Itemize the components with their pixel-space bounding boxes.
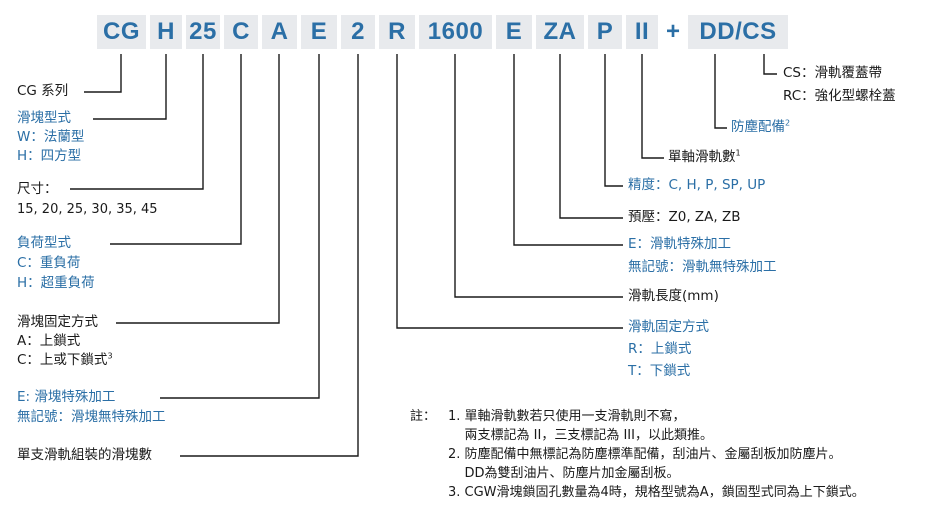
model-code-row: CG H 25 C A E 2 R 1600 E ZA P II + DD/CS — [0, 0, 930, 62]
footnote-2: 2 — [785, 118, 791, 128]
label-rail-length: 滑軌長度(mm) — [628, 288, 719, 304]
notes-body: 1. 單軸滑軌數若只使用一支滑軌則不寫， 兩支標記為 II，三支標記為 III，… — [448, 407, 865, 502]
label-series: CG 系列 — [17, 83, 69, 99]
label-load-type-title: 負荷型式 — [17, 235, 71, 251]
code-block-mount: A — [262, 15, 297, 49]
code-rail-special: E — [496, 15, 532, 49]
label-dust: 防塵配備2 — [731, 118, 790, 137]
label-block-mount-a: A：上鎖式 — [17, 333, 81, 349]
leader-block-count — [180, 54, 359, 457]
leader-rail-length — [454, 54, 623, 298]
note-line: 2. 防塵配備中無標記為防塵標準配備，刮油片、金屬刮板加防塵片。 — [448, 447, 842, 462]
label-rail-count-text: 單軸滑軌數 — [668, 149, 736, 165]
code-block-special: E — [301, 15, 337, 49]
note-line: 兩支標記為 II，三支標記為 III，以此類推。 — [448, 428, 713, 443]
leader-dust — [714, 54, 727, 129]
leader-rail-special — [513, 54, 623, 246]
label-rail-count: 單軸滑軌數1 — [668, 148, 741, 167]
code-rail-mount: R — [379, 15, 415, 49]
label-block-mount-title: 滑塊固定方式 — [17, 314, 98, 330]
code-size: 25 — [186, 15, 220, 49]
leader-preload — [559, 54, 623, 219]
label-block-mount-c-text: C：上或下鎖式 — [17, 352, 108, 368]
code-rail-length: 1600 — [419, 15, 492, 49]
label-size-values: 15, 20, 25, 30, 35, 45 — [17, 202, 158, 217]
label-dust-text: 防塵配備 — [731, 119, 785, 135]
code-series: CG — [97, 15, 146, 49]
label-rail-mount-r: R：上鎖式 — [628, 341, 692, 357]
code-load-type: C — [224, 15, 258, 49]
leader-block-mount — [116, 54, 280, 324]
leader-rail-mount — [396, 54, 623, 329]
label-rail-special-e: E：滑軌特殊加工 — [628, 236, 732, 252]
code-precision: P — [588, 15, 622, 49]
leader-series — [84, 54, 122, 93]
label-precision: 精度：C, H, P, SP, UP — [628, 177, 766, 193]
code-block-count: 2 — [341, 15, 375, 49]
leader-rail-count — [641, 54, 664, 159]
leader-precision — [604, 54, 623, 187]
label-rail-special-none: 無記號：滑軌無特殊加工 — [628, 259, 777, 275]
label-block-count: 單支滑軌組裝的滑塊數 — [17, 447, 152, 463]
leader-block-special — [160, 54, 320, 399]
label-load-type-h: H：超重負荷 — [17, 275, 95, 291]
label-preload: 預壓：Z0, ZA, ZB — [628, 209, 741, 225]
leader-size — [70, 54, 204, 190]
code-dust-proof: DD/CS — [688, 15, 788, 49]
code-plus: + — [665, 18, 680, 45]
label-rail-mount-title: 滑軌固定方式 — [628, 319, 709, 335]
label-block-mount-c: C：上或下鎖式3 — [17, 351, 113, 370]
label-block-special-none: 無記號：滑塊無特殊加工 — [17, 409, 166, 425]
note-line: DD為雙刮油片、防塵片加金屬刮板。 — [448, 466, 680, 481]
label-block-type-title: 滑塊型式 — [17, 110, 71, 126]
code-rail-count: II — [626, 15, 658, 49]
label-rc: RC：強化型螺栓蓋 — [783, 88, 896, 104]
code-block-type: H — [150, 15, 182, 49]
code-preload: ZA — [536, 15, 584, 49]
label-block-type-h: H：四方型 — [17, 148, 82, 164]
label-block-special-e: E: 滑塊特殊加工 — [17, 389, 116, 405]
leader-load-type — [110, 54, 242, 245]
label-rail-mount-t: T：下鎖式 — [628, 363, 691, 379]
notes-head: 註： — [410, 409, 437, 424]
footnote-3: 3 — [107, 351, 113, 361]
note-line: 3. CGW滑塊鎖固孔數量為4時，規格型號為A，鎖固型式同為上下鎖式。 — [448, 485, 865, 500]
label-block-type-w: W：法蘭型 — [17, 129, 85, 145]
note-line: 1. 單軸滑軌數若只使用一支滑軌則不寫， — [448, 409, 686, 424]
label-load-type-c: C：重負荷 — [17, 255, 81, 271]
label-size-title: 尺寸： — [17, 181, 58, 197]
leader-cover — [763, 54, 777, 75]
label-cs: CS：滑軌覆蓋帶 — [783, 65, 882, 81]
footnote-1: 1 — [735, 148, 741, 158]
leader-block-type — [93, 54, 167, 120]
